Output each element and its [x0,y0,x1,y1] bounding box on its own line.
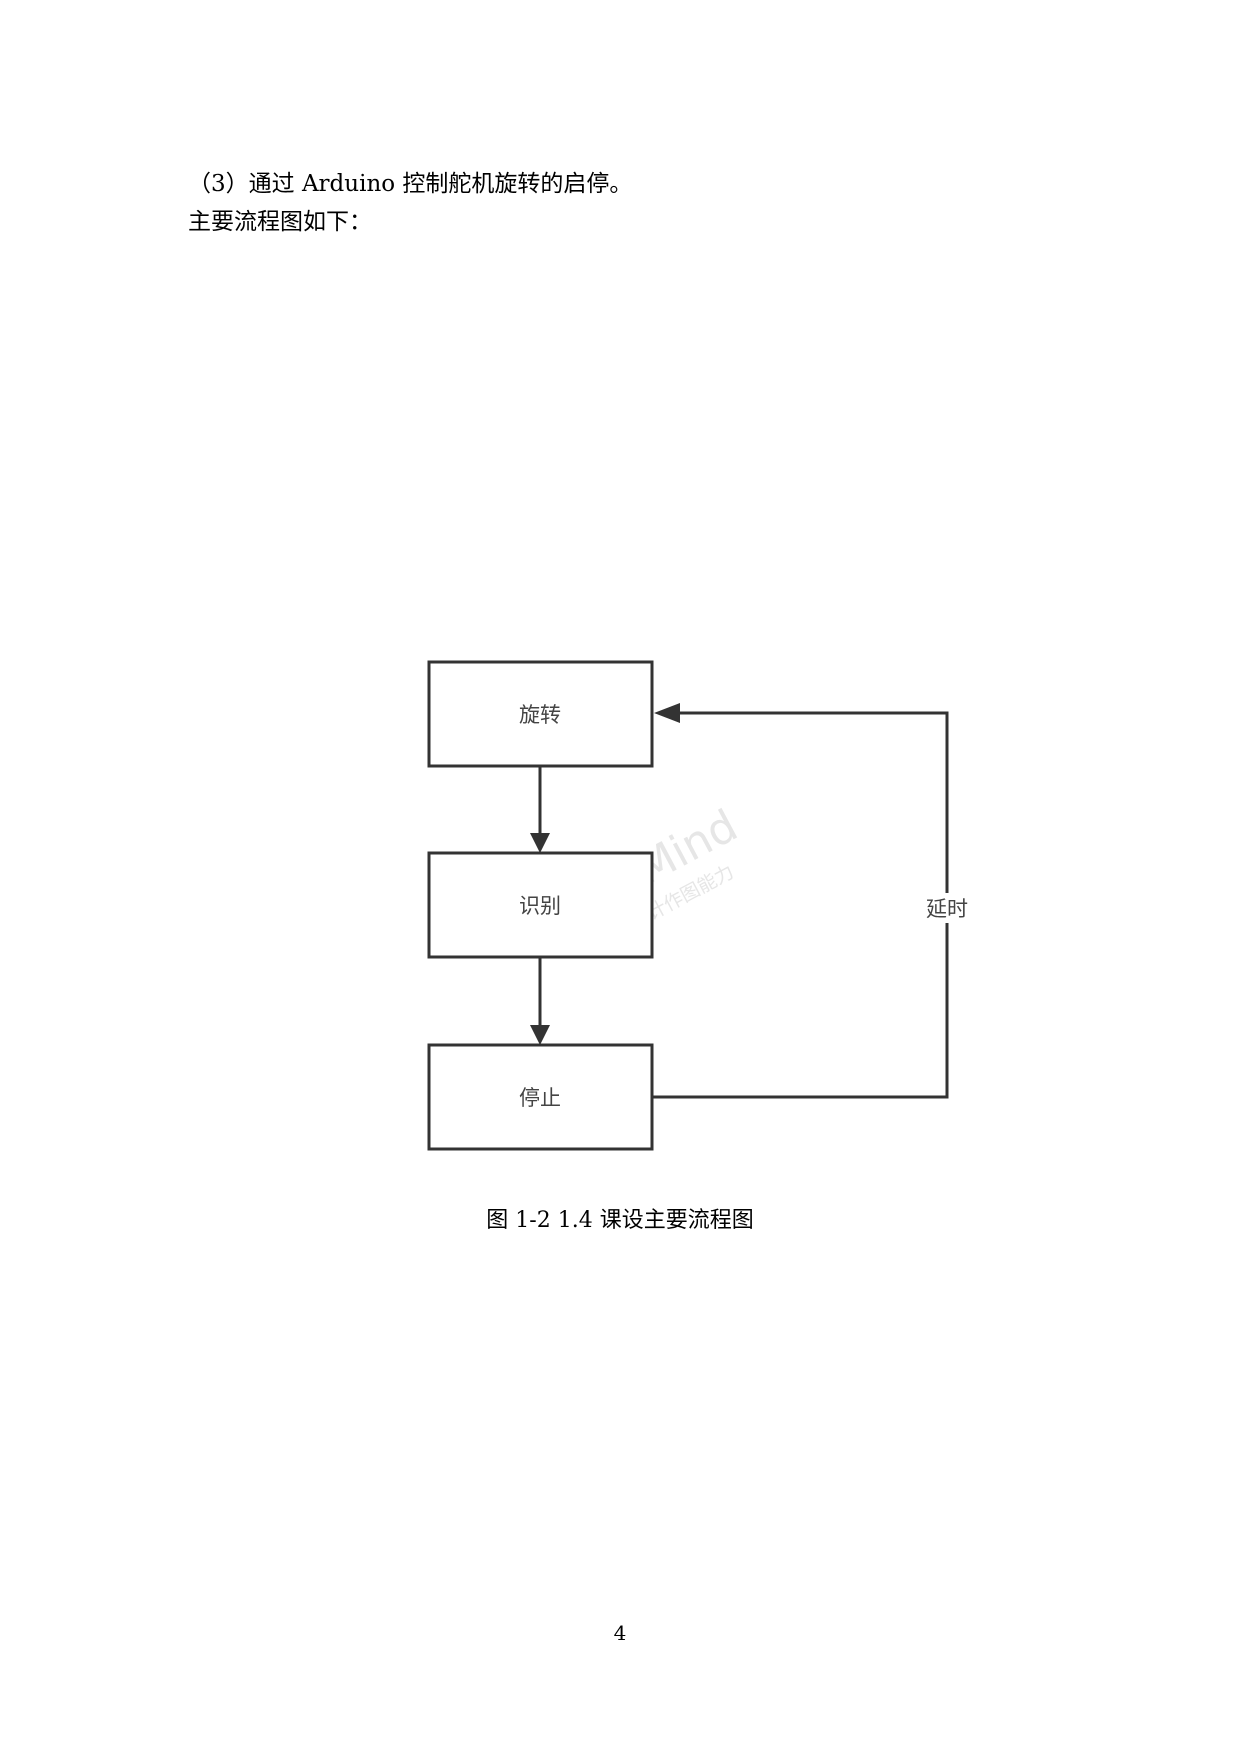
edge-stop-to-rotate-loop: 延时 [652,703,977,1099]
edge-label-delay: 延时 [926,897,968,921]
paragraph-flowchart-intro: 主要流程图如下： [188,209,372,235]
node-label-rotate: 旋转 [519,703,561,727]
flow-node-stop: 停止 [427,1043,654,1151]
page-number: 4 [613,1621,627,1645]
edge-recognize-to-stop [530,957,550,1045]
edge-rotate-to-recognize [530,766,550,853]
node-label-stop: 停止 [519,1086,561,1110]
figure-caption: 图 1-2 1.4 课设主要流程图 [486,1208,754,1233]
node-label-recognize: 识别 [519,894,561,918]
paragraph-item-3: （3）通过 Arduino 控制舵机旋转的启停。 [188,171,633,197]
flow-node-recognize: 识别 [427,851,654,959]
flow-node-rotate: 旋转 [427,660,654,768]
